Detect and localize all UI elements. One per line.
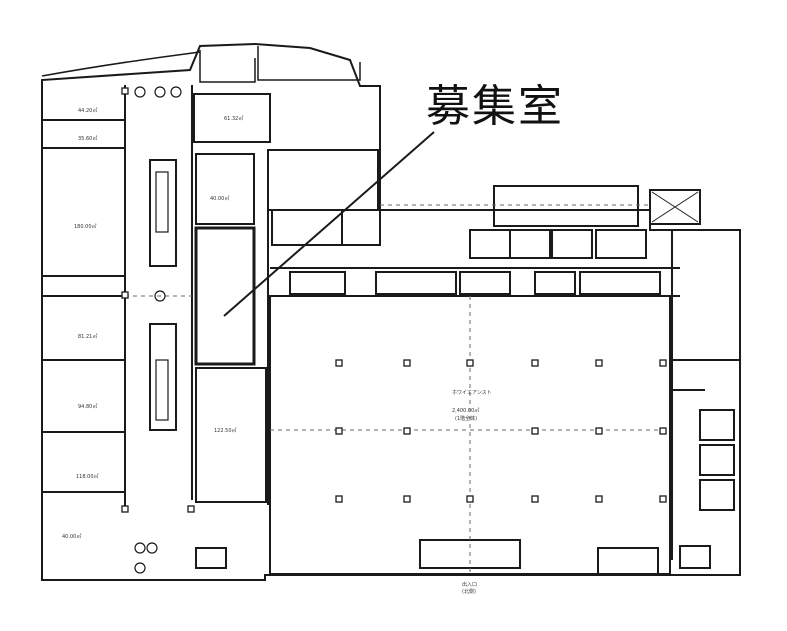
room-label-west-5: 94.80㎡ [78,403,97,410]
small-center-room [195,153,255,225]
stair-roof [493,185,639,227]
callout-label: 募集室 [426,81,564,132]
entrance-sub: (北側) [462,588,476,595]
outer-wall [41,42,741,581]
main-hall-sub: (1階全体) [455,415,477,422]
room-label-west-4: 81.21㎡ [78,333,97,340]
room-label-west-7: 40.00㎡ [62,533,81,540]
room-label-west-6: 118.00㎡ [76,473,99,480]
main-hall-area: 2,400.00㎡ [452,407,479,414]
entrance-label: 出入口 [462,581,477,588]
elevator-shaft-2 [149,323,177,431]
callout-leader [223,131,435,317]
recruit-room-outline [194,226,256,366]
lower-center-room [195,367,267,503]
roof-curve [41,51,201,77]
main-hall-name: ホワイエアンスト [452,390,492,396]
room-label-west-2: 35.60㎡ [78,135,97,142]
room-label-top: 61.32㎡ [224,115,243,122]
elevator-shaft-1 [149,159,177,267]
room-label-west-1: 44.20㎡ [78,107,97,114]
room-label-west-big: 180.00㎡ [74,223,97,230]
top-room [193,93,271,143]
room-label-small-center: 40.00㎡ [210,195,229,202]
room-label-lower-center: 122.50㎡ [214,427,237,434]
